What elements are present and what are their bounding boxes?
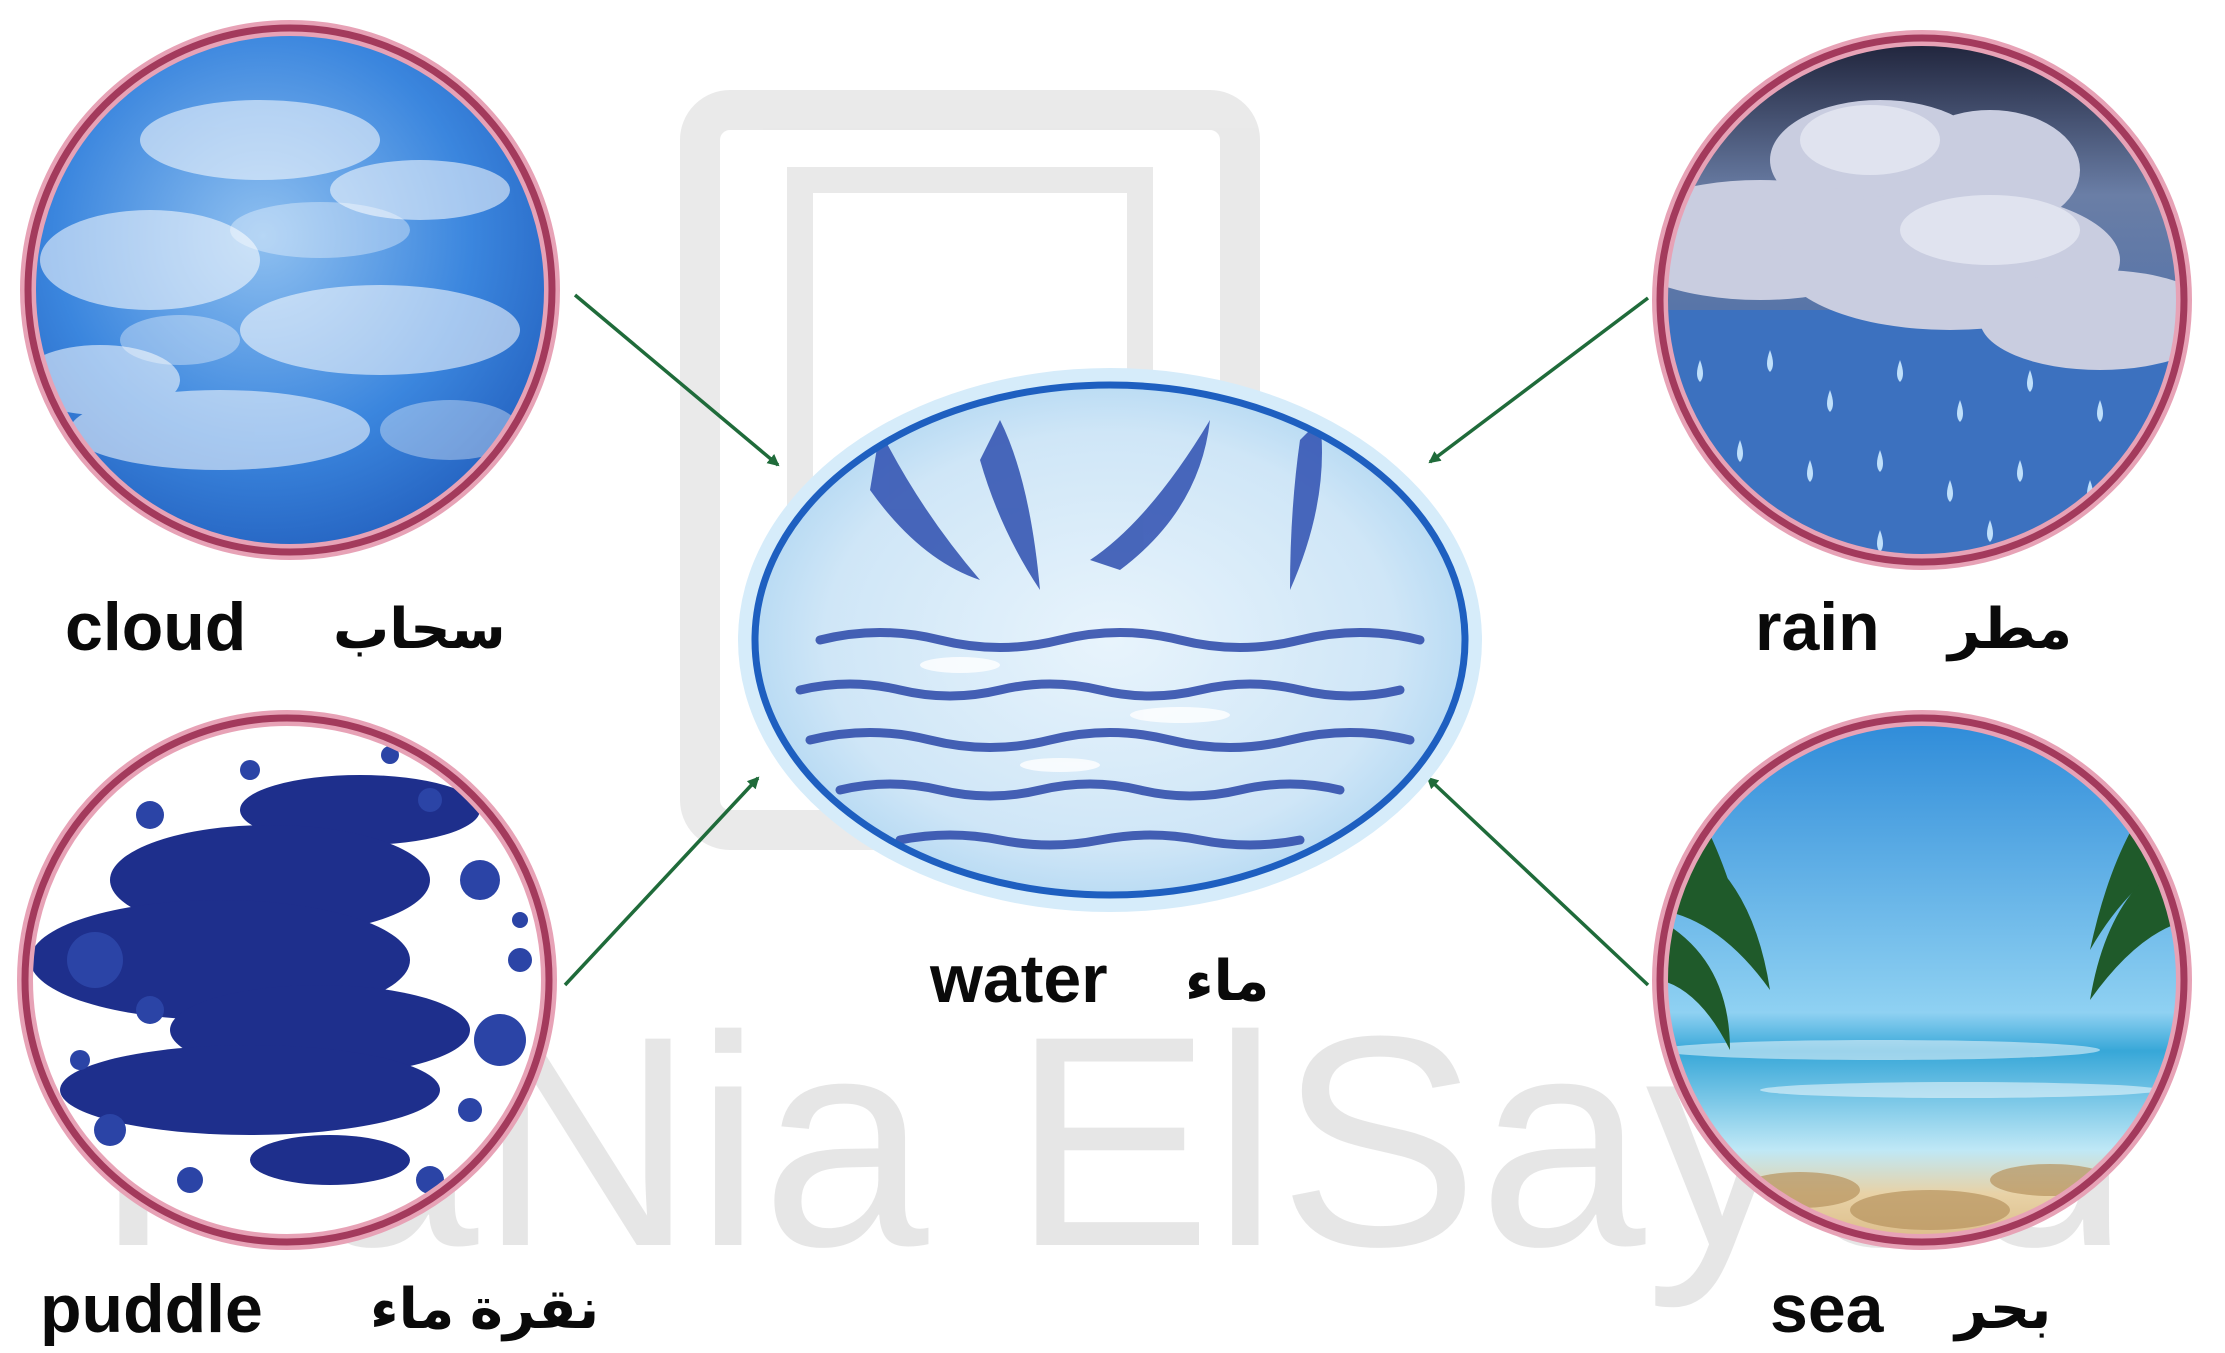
arrow-cloud-to-water xyxy=(573,293,780,467)
arrow-sea-to-water xyxy=(1426,776,1650,987)
label-rain-en: rain xyxy=(1755,589,1880,665)
rain-image xyxy=(1652,30,2192,570)
sea-image xyxy=(1652,710,2192,1250)
label-rain-ar: مطر xyxy=(1948,597,2073,660)
label-puddle-en: puddle xyxy=(40,1271,263,1347)
label-cloud-ar: سحاب xyxy=(333,597,506,660)
arrow-puddle-to-water xyxy=(563,776,760,987)
label-cloud-en: cloud xyxy=(65,589,247,665)
arrows xyxy=(563,293,1650,987)
label-sea-en: sea xyxy=(1770,1271,1884,1347)
label-sea-ar: بحر xyxy=(1955,1277,2052,1340)
label-puddle-ar: نقرة ماء xyxy=(370,1277,600,1340)
arrow-rain-to-water xyxy=(1428,296,1650,464)
water-splash-image xyxy=(738,368,1482,912)
label-water-en: water xyxy=(930,941,1108,1017)
cloud-image xyxy=(20,20,560,560)
puddle-image xyxy=(17,710,557,1250)
label-water-ar: ماء xyxy=(1185,949,1270,1012)
